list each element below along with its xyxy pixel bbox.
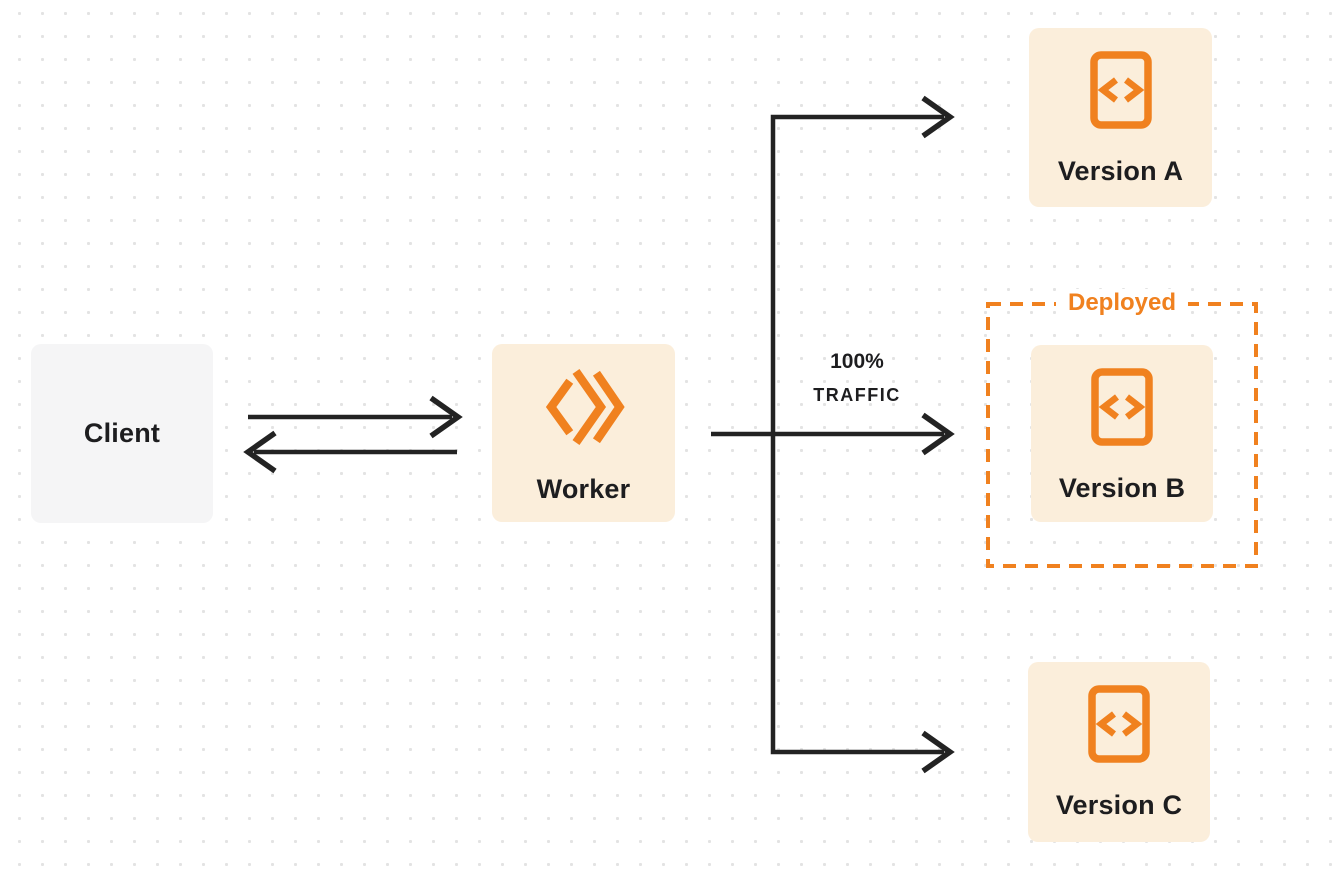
worker-node: Worker xyxy=(492,344,675,522)
arrowhead-to-version-b xyxy=(921,412,955,456)
code-file-icon xyxy=(1089,51,1152,129)
cloudflare-workers-icon xyxy=(543,367,625,447)
traffic-label: 100% TRAFFIC xyxy=(813,350,901,406)
version-c-label: Version C xyxy=(1055,790,1183,820)
code-file-icon xyxy=(1088,685,1150,763)
traffic-word: TRAFFIC xyxy=(813,385,901,405)
version-b-label: Version B xyxy=(1058,473,1186,503)
traffic-percent: 100% xyxy=(830,350,884,373)
deployed-label: Deployed xyxy=(1055,289,1189,317)
code-file-icon xyxy=(1091,368,1153,446)
arrowhead-to-version-a xyxy=(921,95,955,139)
arrow-client-to-worker xyxy=(248,395,463,439)
version-b-node: Version B xyxy=(1031,345,1213,522)
version-c-node: Version C xyxy=(1028,662,1210,842)
arrowhead-to-version-c xyxy=(921,730,955,774)
branch-trunk xyxy=(711,114,944,755)
client-node: Client xyxy=(31,344,213,523)
version-a-label: Version A xyxy=(1057,156,1184,186)
worker-label: Worker xyxy=(536,474,631,504)
arrow-worker-to-client xyxy=(243,430,457,474)
client-label: Client xyxy=(83,418,161,448)
version-a-node: Version A xyxy=(1029,28,1212,207)
